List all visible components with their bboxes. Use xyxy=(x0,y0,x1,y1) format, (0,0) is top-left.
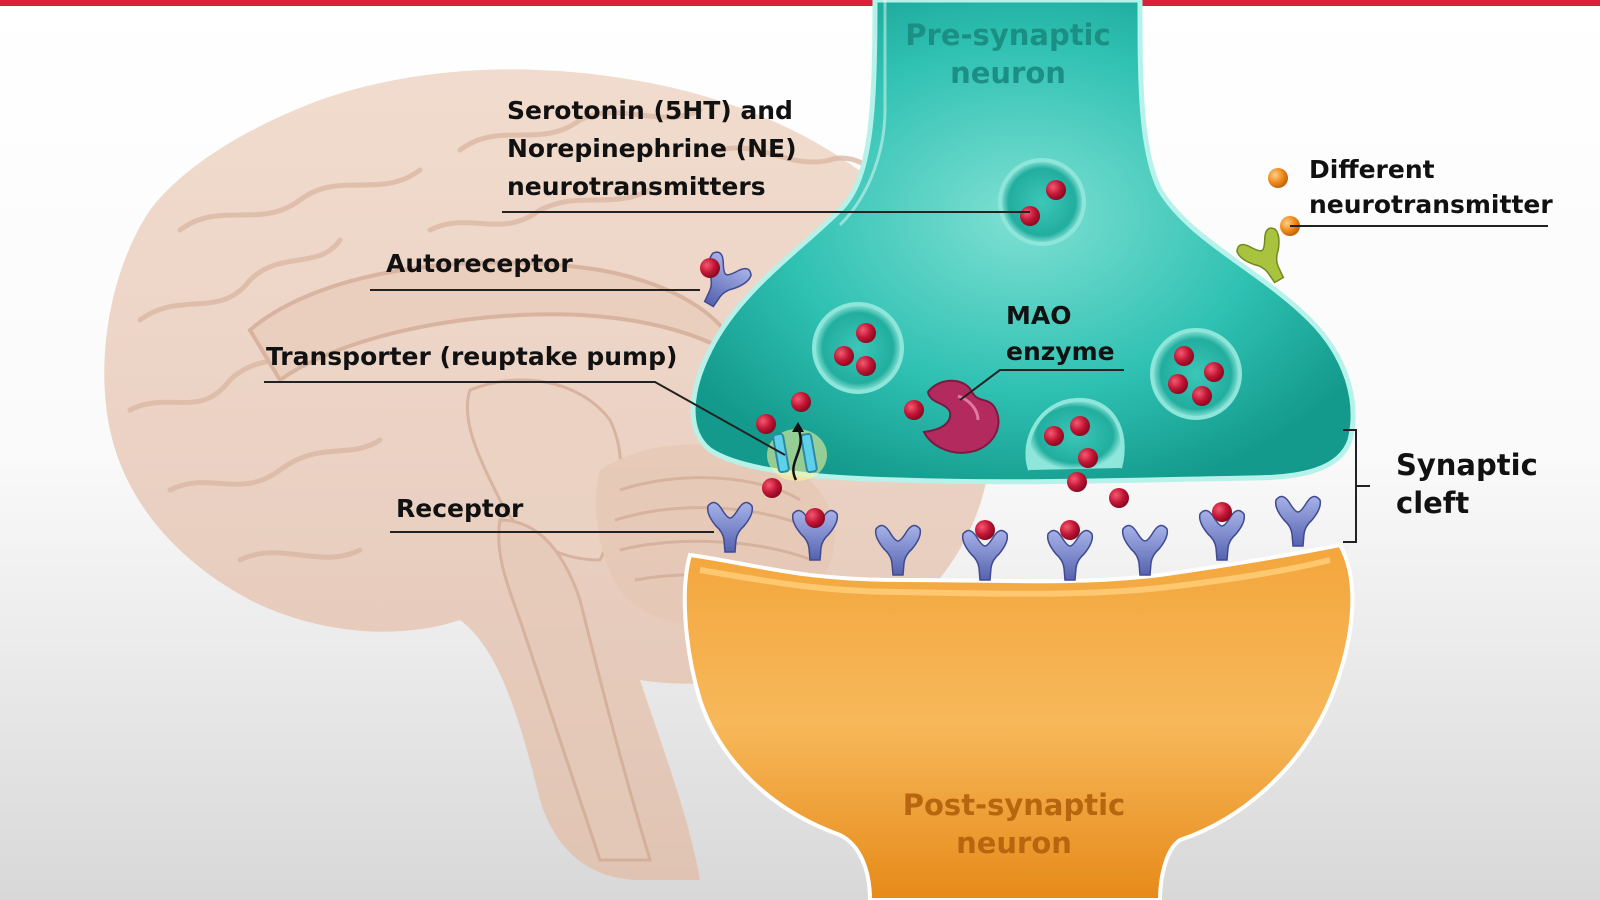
neurotransmitters-label: Serotonin (5HT) and Norepinephrine (NE) … xyxy=(507,92,797,206)
neurotransmitter-icon xyxy=(1067,472,1087,492)
synaptic-cleft-label: Synaptic cleft xyxy=(1396,446,1538,522)
receptor-icon xyxy=(1046,520,1094,581)
neurotransmitters-label-line2: Norepinephrine (NE) xyxy=(507,134,797,163)
vesicle-icon xyxy=(1025,397,1125,471)
synaptic-cleft-label-line2: cleft xyxy=(1396,486,1470,520)
pre-synaptic-title-line1: Pre-synaptic xyxy=(905,18,1111,52)
neurotransmitter-icon xyxy=(791,392,811,412)
different-label-line2: neurotransmitter xyxy=(1309,190,1553,219)
neurotransmitter-icon xyxy=(1109,488,1129,508)
vesicle-icon xyxy=(812,302,904,394)
pre-synaptic-title: Pre-synaptic neuron xyxy=(898,16,1118,92)
mao-label-line1: MAO xyxy=(1006,301,1072,330)
top-bar xyxy=(0,0,1600,6)
mao-label-line2: enzyme xyxy=(1006,337,1115,366)
receptor-icon xyxy=(1274,495,1322,547)
autoreceptor-label: Autoreceptor xyxy=(386,245,573,283)
post-synaptic-neuron xyxy=(682,542,1355,900)
different-receptor-icon xyxy=(1236,227,1285,284)
neurotransmitter-icon xyxy=(756,414,776,434)
vesicle-icon xyxy=(998,158,1086,246)
transporter-label: Transporter (reuptake pump) xyxy=(266,338,677,376)
post-synaptic-title: Post-synaptic neuron xyxy=(894,786,1134,862)
receptor-icon xyxy=(961,520,1009,581)
post-synaptic-title-line1: Post-synaptic xyxy=(902,788,1126,822)
leader-lines xyxy=(264,211,1548,543)
receptor-icon xyxy=(1198,502,1246,561)
mao-enzyme-icon xyxy=(904,379,1000,454)
vesicle-icon xyxy=(1150,328,1242,420)
different-label-line1: Different xyxy=(1309,155,1435,184)
neurotransmitter-icon xyxy=(700,258,720,278)
different-neurotransmitter-icon xyxy=(1268,168,1288,188)
receptor-icon xyxy=(1121,524,1169,576)
mao-enzyme-label: MAO enzyme xyxy=(1006,298,1115,370)
receptor-label-text: Receptor xyxy=(396,494,524,523)
neurotransmitter-icon xyxy=(762,478,782,498)
pre-synaptic-title-line2: neuron xyxy=(950,56,1066,90)
transporter-leader-line xyxy=(264,381,786,456)
neurotransmitters-label-line1: Serotonin (5HT) and xyxy=(507,96,793,125)
neurotransmitters-label-line3: neurotransmitters xyxy=(507,172,766,201)
post-synaptic-title-line2: neuron xyxy=(956,826,1072,860)
autoreceptor-label-text: Autoreceptor xyxy=(386,249,573,278)
mao-leader-line xyxy=(959,369,1124,401)
transporter-label-text: Transporter (reuptake pump) xyxy=(266,342,678,371)
receptor-icon xyxy=(791,508,839,561)
receptor-label: Receptor xyxy=(396,490,523,528)
different-neurotransmitter-label: Different neurotransmitter xyxy=(1309,152,1553,222)
transporter-icon xyxy=(767,422,827,481)
synaptic-cleft-label-line1: Synaptic xyxy=(1396,448,1538,482)
